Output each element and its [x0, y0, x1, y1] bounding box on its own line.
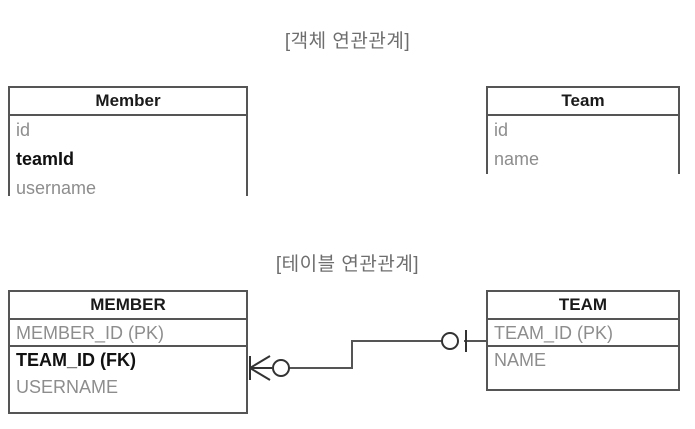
crows-foot-prong-upper [249, 355, 271, 369]
entity-team-attributes: id name [488, 116, 678, 174]
entity-member-table-title: MEMBER [10, 292, 246, 320]
relationship-line [289, 340, 442, 369]
table-relation-caption: [테이블 연관관계] [275, 254, 420, 275]
entity-team-title: Team [488, 88, 678, 116]
attribute-row: USERNAME [16, 377, 119, 397]
cardinality-zero-or-one-marker [441, 330, 467, 352]
attribute-row-pk: MEMBER_ID (PK) [10, 320, 246, 347]
entity-team-table-attributes: TEAM_ID (PK) NAME [488, 320, 678, 374]
entity-member-attributes: id teamId username [10, 116, 246, 203]
crows-foot-prong-lower [249, 367, 271, 381]
attribute-row: id [16, 120, 31, 140]
entity-member-table[interactable]: MEMBER MEMBER_ID (PK) TEAM_ID (FK) USERN… [8, 290, 248, 414]
attribute-row: NAME [494, 350, 547, 370]
optional-zero-circle [441, 332, 459, 350]
attribute-row-fk: TEAM_ID (FK) [16, 350, 136, 370]
entity-team-table[interactable]: TEAM TEAM_ID (PK) NAME [486, 290, 680, 391]
optional-zero-circle [272, 359, 290, 377]
attribute-row: username [16, 178, 97, 198]
entity-member-title: Member [10, 88, 246, 116]
entity-team[interactable]: Team id name [486, 86, 680, 174]
attribute-row-pk: TEAM_ID (PK) [488, 320, 678, 347]
attribute-row: teamId [16, 149, 75, 169]
cardinality-zero-or-many-marker [249, 355, 290, 381]
attribute-row: name [494, 149, 540, 169]
object-relation-caption: [객체 연관관계] [284, 31, 411, 52]
entity-member-table-attributes: MEMBER_ID (PK) TEAM_ID (FK) USERNAME [10, 320, 246, 401]
attribute-row: id [494, 120, 509, 140]
entity-member[interactable]: Member id teamId username [8, 86, 248, 203]
entity-team-table-title: TEAM [488, 292, 678, 320]
